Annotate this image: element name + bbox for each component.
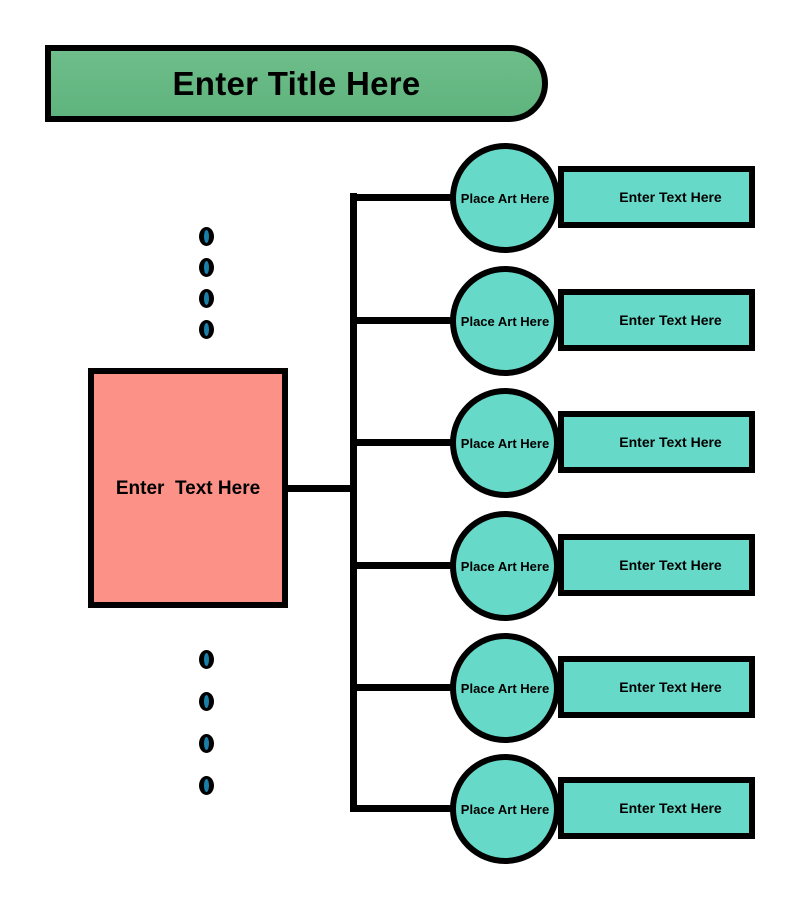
dot-group-upper — [199, 227, 217, 339]
branch-row: Enter Text Here Place Art Here — [350, 509, 760, 621]
branch-row: Enter Text Here Place Art Here — [350, 386, 760, 498]
root-node-label: Enter Text Here — [115, 477, 261, 499]
title-banner[interactable]: Enter Title Here — [45, 45, 548, 122]
branch-art-circle[interactable]: Place Art Here — [450, 754, 560, 864]
branch-row: Enter Text Here Place Art Here — [350, 264, 760, 376]
branch-text-label: Enter Text Here — [619, 434, 722, 450]
branch-row: Enter Text Here Place Art Here — [350, 752, 760, 864]
branch-art-circle[interactable]: Place Art Here — [450, 143, 560, 253]
decorative-dot — [199, 227, 214, 246]
decorative-dot — [199, 320, 214, 339]
root-connector-line — [288, 485, 356, 492]
branch-art-circle[interactable]: Place Art Here — [450, 266, 560, 376]
decorative-dot — [199, 258, 214, 277]
branch-connector-line — [350, 439, 460, 446]
decorative-dot — [199, 776, 214, 795]
branch-art-label: Place Art Here — [460, 801, 550, 817]
branch-connector-line — [350, 317, 460, 324]
branch-text-box[interactable]: Enter Text Here — [558, 289, 755, 351]
root-node[interactable]: Enter Text Here — [88, 368, 288, 608]
branch-text-box[interactable]: Enter Text Here — [558, 534, 755, 596]
branch-text-box[interactable]: Enter Text Here — [558, 411, 755, 473]
branch-text-label: Enter Text Here — [619, 800, 722, 816]
branch-text-box[interactable]: Enter Text Here — [558, 777, 755, 839]
branch-text-box[interactable]: Enter Text Here — [558, 166, 755, 228]
branch-text-box[interactable]: Enter Text Here — [558, 656, 755, 718]
branch-connector-line — [350, 562, 460, 569]
trunk-line — [350, 193, 357, 812]
decorative-dot — [199, 650, 214, 669]
branch-art-label: Place Art Here — [460, 680, 550, 696]
branch-text-label: Enter Text Here — [619, 679, 722, 695]
branch-art-circle[interactable]: Place Art Here — [450, 633, 560, 743]
branch-art-label: Place Art Here — [460, 558, 550, 574]
branch-art-label: Place Art Here — [460, 313, 550, 329]
decorative-dot — [199, 692, 214, 711]
decorative-dot — [199, 289, 214, 308]
branch-connector-line — [350, 805, 460, 812]
title-text: Enter Title Here — [172, 65, 421, 102]
decorative-dot — [199, 734, 214, 753]
branch-connector-line — [350, 684, 460, 691]
branch-row: Enter Text Here Place Art Here — [350, 141, 760, 253]
branch-art-circle[interactable]: Place Art Here — [450, 388, 560, 498]
branch-text-label: Enter Text Here — [619, 189, 722, 205]
dot-group-lower — [199, 650, 217, 795]
branch-text-label: Enter Text Here — [619, 557, 722, 573]
branch-art-circle[interactable]: Place Art Here — [450, 511, 560, 621]
branch-art-label: Place Art Here — [460, 190, 550, 206]
branch-row: Enter Text Here Place Art Here — [350, 631, 760, 743]
branch-text-label: Enter Text Here — [619, 312, 722, 328]
branch-connector-line — [350, 194, 460, 201]
branch-art-label: Place Art Here — [460, 435, 550, 451]
